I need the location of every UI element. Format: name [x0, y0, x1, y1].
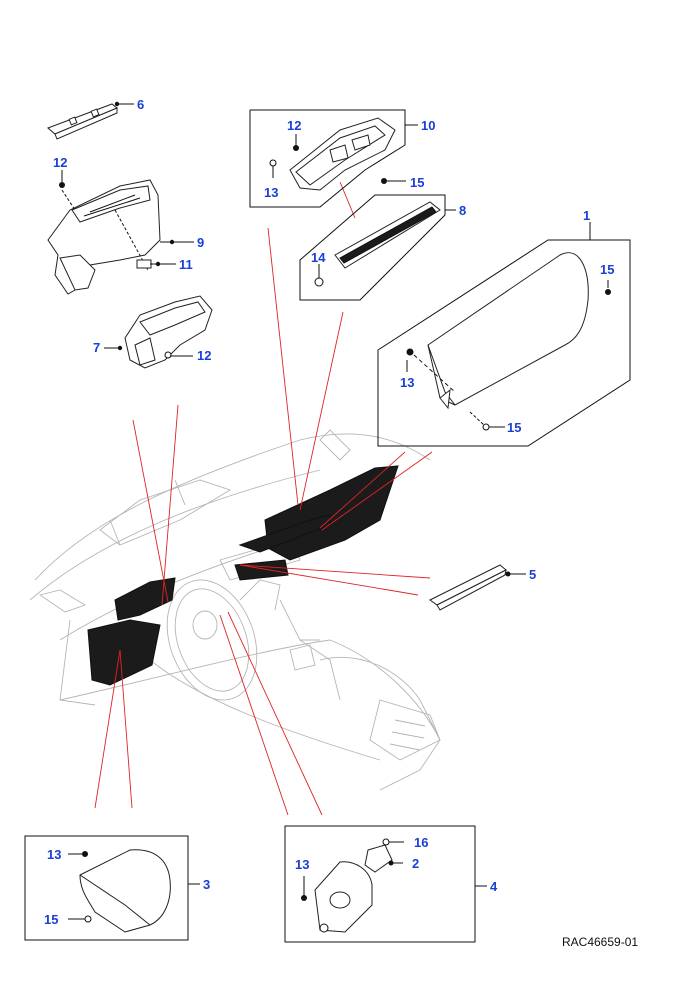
callout-12-left: 12	[53, 155, 67, 170]
callout-13-box3: 13	[47, 847, 61, 862]
passenger-dash-trim-panel	[264, 465, 399, 561]
part-8-group-box	[299, 194, 456, 301]
reference-code: RAC46659-01	[562, 935, 638, 949]
callout-9: 9	[197, 235, 204, 250]
callout-14: 14	[311, 250, 326, 265]
part-4-group-box	[284, 825, 487, 943]
callout-15-box1-top: 15	[600, 262, 614, 277]
callout-16: 16	[414, 835, 428, 850]
callout-10: 10	[421, 118, 435, 133]
callout-12-shroud: 12	[197, 348, 211, 363]
part-7-column-shroud	[104, 295, 213, 369]
callout-15-box3: 15	[44, 912, 58, 927]
callout-13-box10: 13	[264, 185, 278, 200]
callout-8: 8	[459, 203, 466, 218]
red-leader-lines	[94, 181, 433, 816]
upper-dash-trim-strip	[238, 514, 331, 553]
part-3-group-box	[24, 835, 200, 941]
part-9-cluster-surround	[47, 179, 194, 295]
dashboard-trim-panels	[87, 465, 399, 686]
callout-13-box4: 13	[295, 857, 309, 872]
part-10-group-box	[249, 109, 418, 208]
callout-1: 1	[583, 208, 590, 223]
callout-5: 5	[529, 567, 536, 582]
callout-12-box10: 12	[287, 118, 301, 133]
centre-dash-trim-strip	[234, 559, 289, 581]
callout-13-box1: 13	[400, 375, 414, 390]
part-1-group-box	[377, 222, 631, 447]
callout-15-box1-bottom: 15	[507, 420, 521, 435]
instrument-panel-trim	[114, 577, 176, 621]
fastener-12-top-left	[59, 170, 76, 211]
callout-15-box10: 15	[410, 175, 424, 190]
callout-4: 4	[490, 879, 498, 894]
callout-7: 7	[93, 340, 100, 355]
callout-11: 11	[179, 257, 193, 272]
callout-2: 2	[412, 856, 419, 871]
callout-3: 3	[203, 877, 210, 892]
part-5-trim-strip	[429, 564, 526, 611]
part-6-trim-strip	[47, 101, 134, 140]
vehicle-interior-outline	[29, 429, 441, 791]
driver-lower-trim-panel	[87, 619, 161, 686]
callout-6: 6	[137, 97, 144, 112]
